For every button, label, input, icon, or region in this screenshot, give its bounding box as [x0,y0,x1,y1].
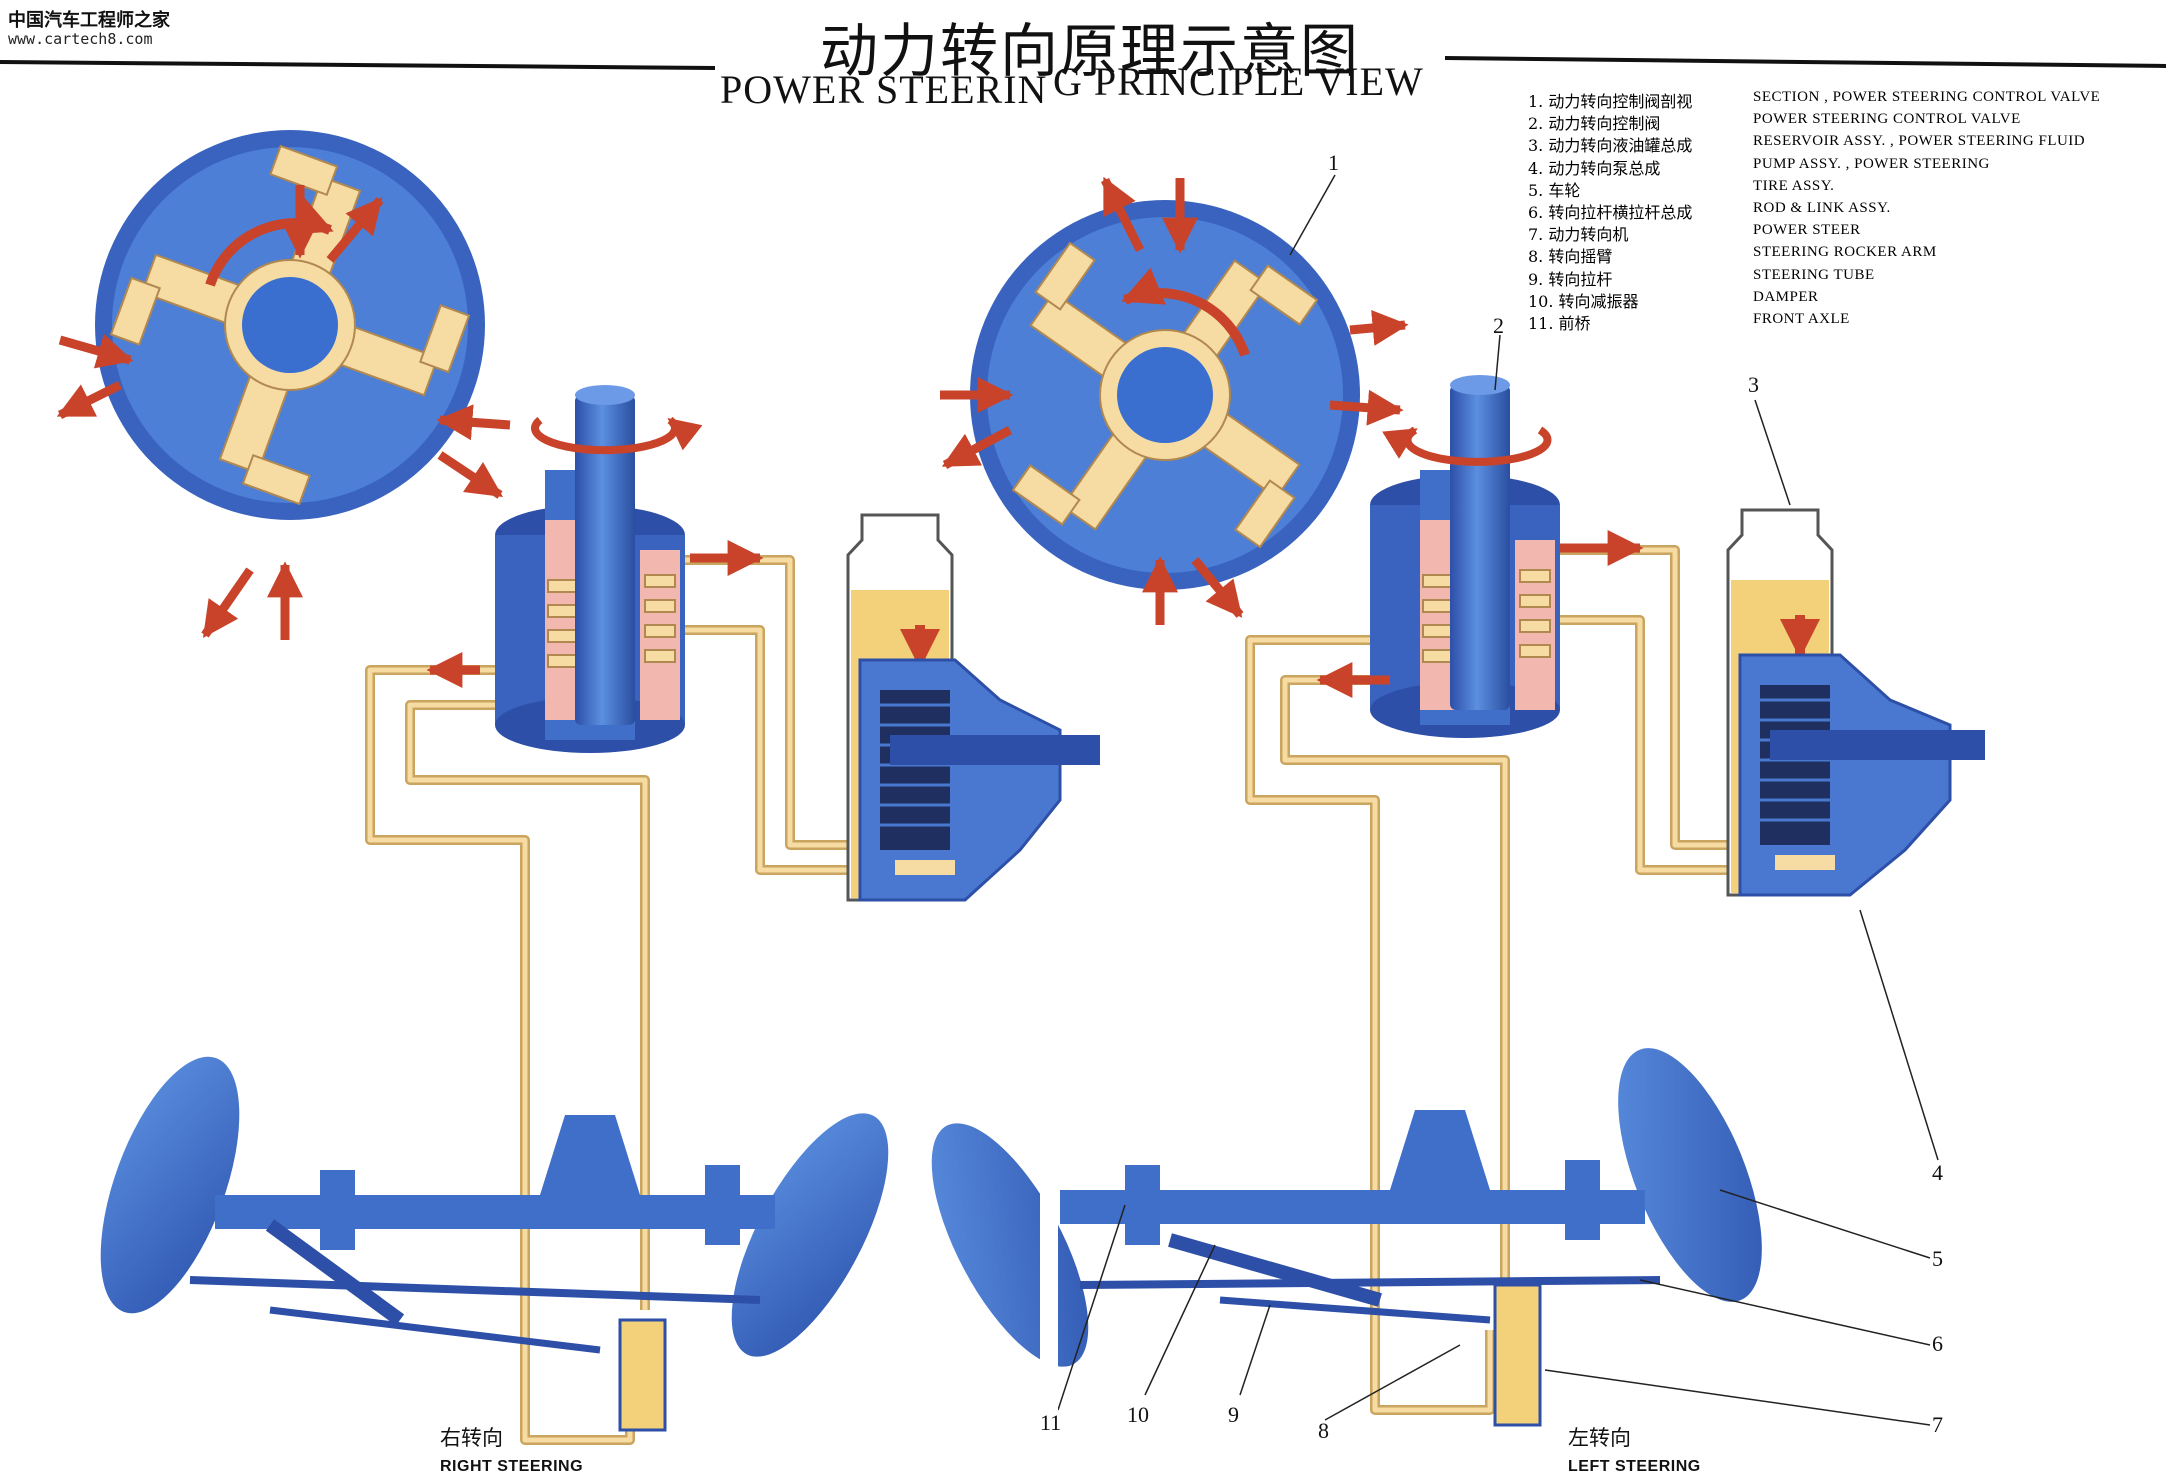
caption-right-steering-en: RIGHT STEERING [440,1458,584,1475]
left-rotor-disc [95,130,485,520]
right-control-valve [1370,375,1560,738]
left-valve-arrows [426,540,764,688]
header-rule-right [1444,56,2166,68]
callout-3: 3 [1748,372,1759,397]
callout-5: 5 [1932,1246,1943,1271]
watermark-site-name: 中国汽车工程师之家 [8,10,170,31]
callout-6: 6 [1932,1331,1943,1356]
left-pump [858,658,1100,902]
left-axle-assembly [100,1056,889,1432]
callout-1: 1 [1328,150,1339,175]
watermark-url: www.cartech8.com [8,30,153,48]
caption-left-steering-zh: 左转向 [1568,1426,1631,1450]
callout-2: 2 [1493,313,1504,338]
header-rule-left [0,60,716,70]
callout-10: 10 [1127,1402,1149,1427]
callout-8: 8 [1318,1418,1329,1443]
callout-4: 4 [1932,1160,1943,1185]
callout-11: 11 [1040,1410,1062,1435]
left-rotor-flow-arrows [56,185,511,640]
right-rotor-flow-arrows [940,176,1409,625]
leader-lines [1057,174,1939,1426]
right-pump [1738,653,1985,897]
right-rotor-disc [970,200,1360,590]
right-valve-arrows [1316,530,1644,698]
callout-7: 7 [1932,1412,1943,1437]
caption-left-steering-en: LEFT STEERING [1568,1458,1701,1475]
callout-9: 9 [1228,1402,1239,1427]
caption-right-steering-zh: 右转向 [440,1426,503,1450]
title-english-part1: POWER STEERIN [720,67,1048,112]
title-chinese: 动力转向原理示意图 [820,17,1361,85]
left-control-valve [495,385,703,753]
title-english-part2: G PRINCIPLE VIEW [1053,59,1424,104]
right-axle-assembly [931,1048,1762,1427]
frame-join-strip [1040,1085,1058,1482]
